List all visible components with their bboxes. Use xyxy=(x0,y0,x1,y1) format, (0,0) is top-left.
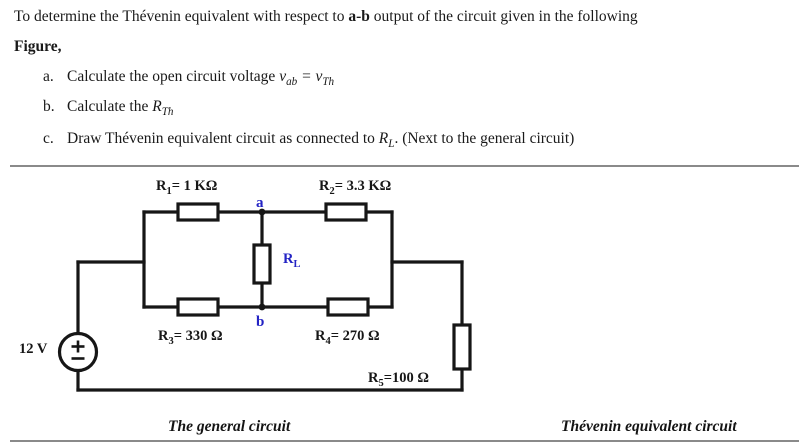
label-R3-sub: 3 xyxy=(168,335,174,347)
label-R3: R3= 330 Ω xyxy=(158,328,223,347)
circuit-schematic xyxy=(57,202,472,392)
node-label-b: b xyxy=(256,314,265,330)
item-b-text: Calculate the xyxy=(67,98,153,115)
label-R4-value: = 270 Ω xyxy=(330,328,380,344)
divider-top xyxy=(10,165,799,167)
label-R2: R2= 3.3 KΩ xyxy=(319,178,391,197)
math-r-th-base: R xyxy=(152,98,162,115)
problem-statement: To determine the Thévenin equivalent wit… xyxy=(0,0,809,165)
item-a-text: Calculate the open circuit voltage xyxy=(67,68,280,85)
caption-general-circuit: The general circuit xyxy=(168,418,291,435)
label-RL-sub: L xyxy=(293,258,301,270)
statement-intro-line: To determine the Thévenin equivalent wit… xyxy=(14,8,638,27)
label-R5: R5=100 Ω xyxy=(368,370,429,389)
node-junction-dots xyxy=(258,208,266,311)
divider-bottom xyxy=(10,440,799,442)
statement-intro-before: To determine the Thévenin equivalent wit… xyxy=(14,8,349,25)
statement-ab-terminals: a-b xyxy=(348,8,370,25)
caption-thevenin-circuit: Thévenin equivalent circuit xyxy=(561,418,737,435)
statement-item-c: c. Draw Thévenin equivalent circuit as co… xyxy=(43,130,574,151)
resistor-RL-body xyxy=(252,243,272,285)
item-c-math: RL xyxy=(378,130,395,151)
label-R4-sub: 4 xyxy=(325,335,331,347)
item-b-marker: b. xyxy=(43,98,55,115)
node-b-junction-dot xyxy=(258,303,266,311)
label-R1-name: R xyxy=(156,178,167,194)
math-v-ab-sub: ab xyxy=(286,76,298,89)
label-R4: R4= 270 Ω xyxy=(315,328,380,347)
node-label-a: a xyxy=(256,195,264,211)
item-a-marker: a. xyxy=(43,68,54,85)
math-r-th-sub: Th xyxy=(161,106,174,119)
label-R5-value: =100 Ω xyxy=(383,370,429,386)
statement-item-b: b. Calculate the RTh xyxy=(43,98,173,119)
resistor-R1-body xyxy=(176,202,220,222)
statement-item-a: a.Calculate the open circuit voltage vab… xyxy=(43,68,334,89)
circuit-figure: R1= 1 KΩ R2= 3.3 KΩ R3= 330 Ω R4= 270 Ω … xyxy=(0,166,809,440)
label-R3-name: R xyxy=(158,328,169,344)
label-R3-value: = 330 Ω xyxy=(173,328,223,344)
label-R5-name: R xyxy=(368,370,379,386)
item-a-math: vab = vTh xyxy=(279,68,335,89)
label-R2-value: = 3.3 KΩ xyxy=(334,178,392,194)
statement-figure-word: Figure, xyxy=(14,38,62,55)
label-R4-name: R xyxy=(315,328,326,344)
math-r-l-base: R xyxy=(378,130,389,147)
math-r-l-sub: L xyxy=(388,138,395,151)
label-RL-name: R xyxy=(283,251,294,267)
statement-intro-after: output of the circuit given in the follo… xyxy=(369,8,638,25)
label-R1-value: = 1 KΩ xyxy=(171,178,218,194)
label-R1: R1= 1 KΩ xyxy=(156,178,217,197)
math-v-ab-base: v xyxy=(279,68,287,85)
item-b-math: RTh xyxy=(152,98,174,119)
resistor-R3-body xyxy=(176,297,220,317)
resistor-R4-body xyxy=(326,297,370,317)
node-a-junction-dot xyxy=(258,208,266,216)
label-RL: RL xyxy=(283,251,300,270)
resistor-R2-body xyxy=(324,202,368,222)
item-c-text-after: . (Next to the general circuit) xyxy=(394,130,575,147)
math-v-th-sub: Th xyxy=(322,76,335,89)
label-R1-sub: 1 xyxy=(166,185,172,197)
math-v-th-base: v xyxy=(315,68,323,85)
voltage-source-symbol xyxy=(57,331,99,373)
math-equals: = xyxy=(301,68,312,85)
label-R2-name: R xyxy=(319,178,330,194)
item-c-text: Draw Thévenin equivalent circuit as conn… xyxy=(67,130,379,147)
label-voltage-source: 12 V xyxy=(19,341,48,357)
label-R5-sub: 5 xyxy=(378,377,384,389)
resistor-R5-body xyxy=(452,323,472,371)
label-R2-sub: 2 xyxy=(329,185,335,197)
item-c-marker: c. xyxy=(43,130,54,147)
